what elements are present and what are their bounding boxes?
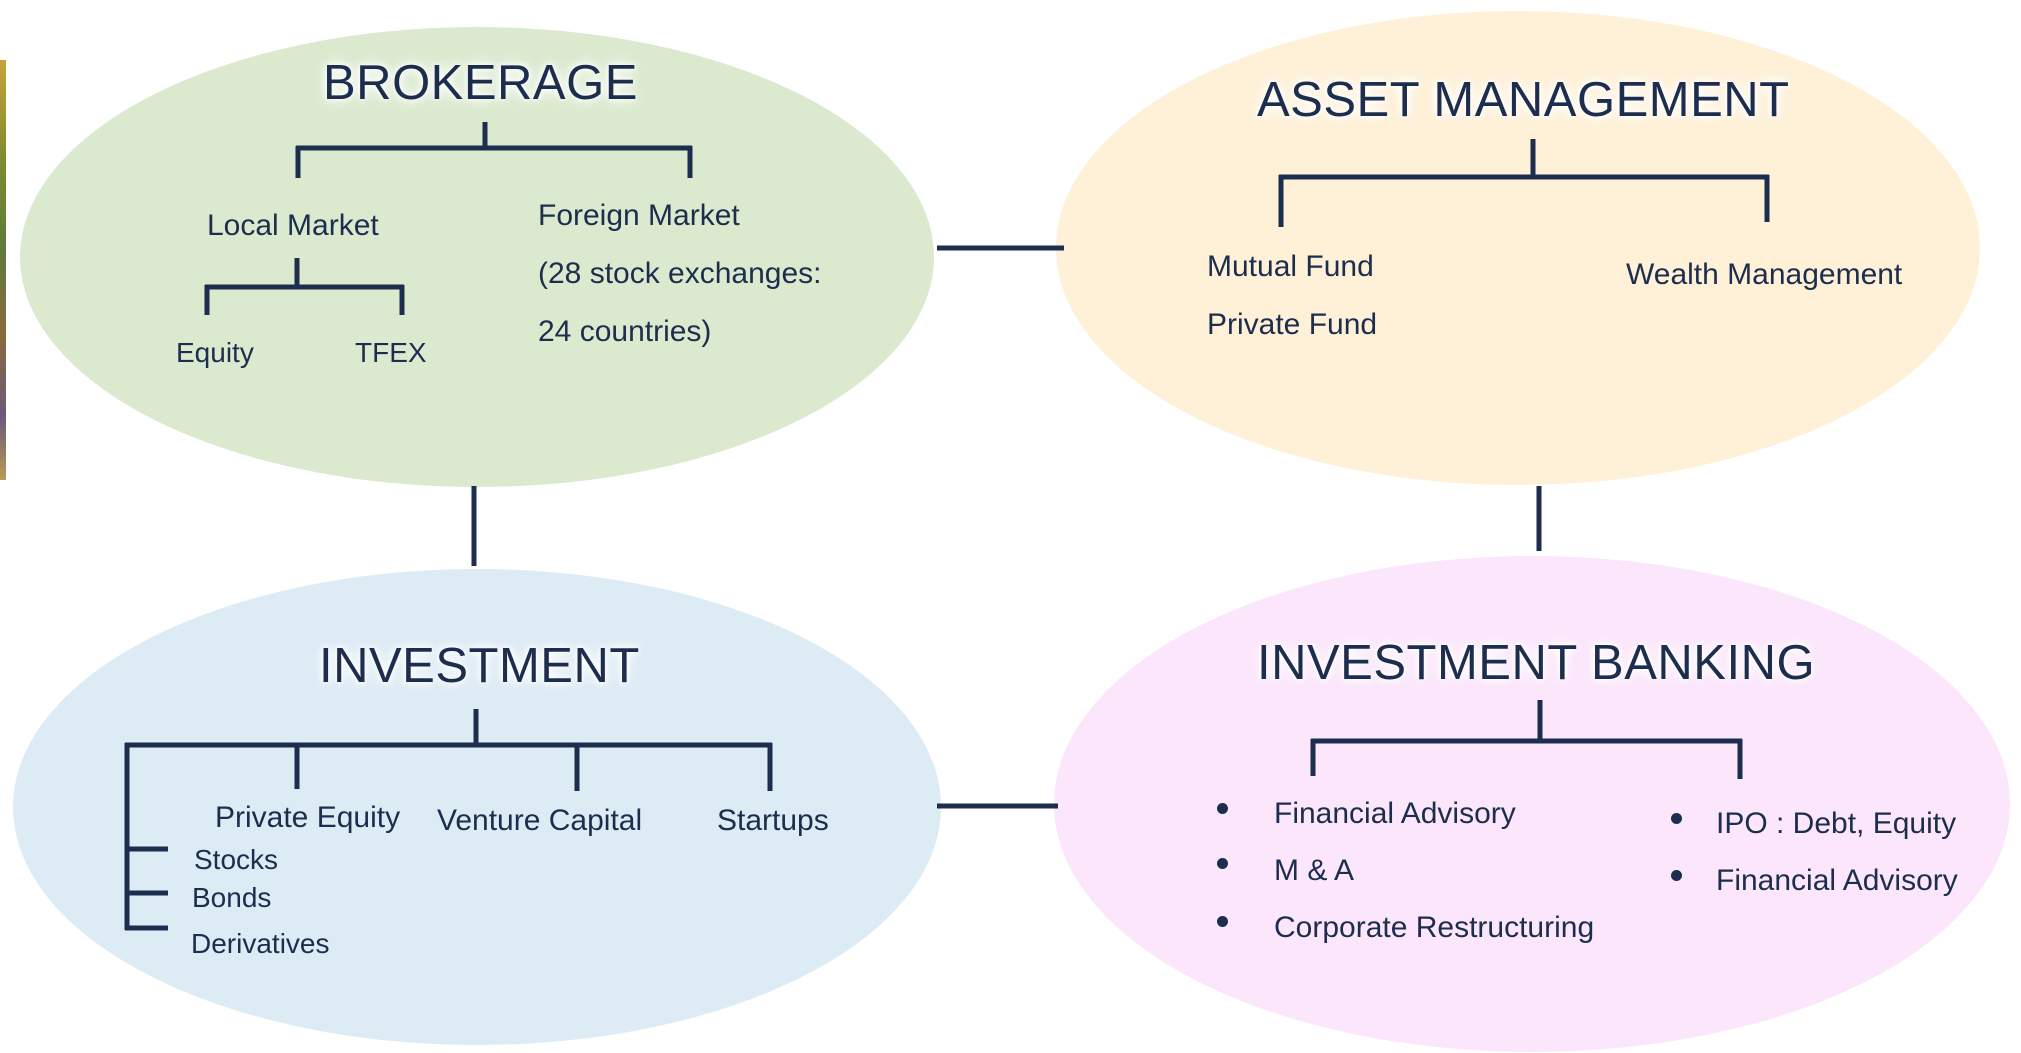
- foreign-market-exchanges: (28 stock exchanges:: [538, 257, 822, 290]
- stocks-label: Stocks: [194, 844, 279, 875]
- asset-management-title: ASSET MANAGEMENT: [1257, 73, 1790, 127]
- bullet-icon: [1671, 870, 1682, 881]
- startups-label: Startups: [717, 804, 829, 837]
- derivatives-label: Derivatives: [191, 928, 330, 959]
- mutual-fund-label: Mutual Fund: [1207, 250, 1374, 283]
- investment-ellipse: [13, 569, 941, 1045]
- foreign-market-label: Foreign Market: [538, 199, 740, 232]
- bonds-label: Bonds: [192, 882, 272, 913]
- ib-right-item: Financial Advisory: [1716, 864, 1958, 897]
- ib-left-item: Corporate Restructuring: [1274, 911, 1595, 944]
- equity-label: Equity: [176, 337, 254, 368]
- venture-capital-label: Venture Capital: [437, 804, 643, 837]
- brokerage-tree: [204, 122, 693, 315]
- investment-title: INVESTMENT: [319, 639, 640, 693]
- tfex-label: TFEX: [355, 337, 427, 368]
- ib-right-item: IPO : Debt, Equity: [1716, 807, 1957, 840]
- left-edge-image-strip: [0, 60, 6, 480]
- investment-banking-tree: [1310, 700, 1743, 779]
- ib-left-item: Financial Advisory: [1274, 797, 1516, 830]
- asset-management-tree: [1278, 139, 1770, 227]
- ib-left-item: M & A: [1274, 854, 1355, 887]
- brokerage-title: BROKERAGE: [323, 56, 638, 110]
- local-market-label: Local Market: [207, 209, 379, 242]
- bullet-icon: [1217, 803, 1228, 814]
- asset-management-ellipse: [1056, 11, 1980, 485]
- private-fund-label: Private Fund: [1207, 308, 1378, 341]
- investment-tree: [124, 709, 773, 931]
- foreign-market-countries: 24 countries): [538, 315, 712, 348]
- bullet-icon: [1671, 813, 1682, 824]
- private-equity-label: Private Equity: [215, 801, 401, 834]
- wealth-management-label: Wealth Management: [1626, 258, 1903, 291]
- bullet-icon: [1217, 916, 1228, 927]
- investment-banking-title: INVESTMENT BANKING: [1257, 636, 1816, 690]
- investment-banking-ellipse: [1054, 556, 2010, 1052]
- brokerage-ellipse: [20, 27, 934, 487]
- bullet-icon: [1217, 858, 1228, 869]
